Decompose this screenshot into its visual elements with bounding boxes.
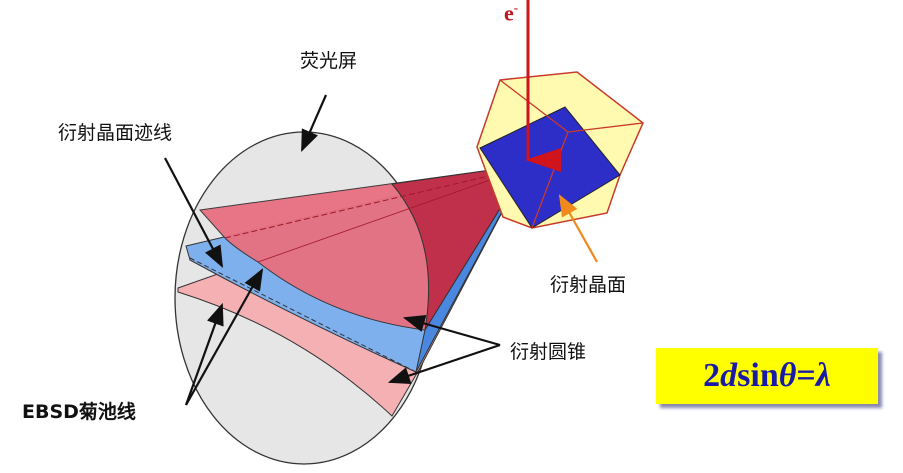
formula-sin: sin: [737, 357, 779, 394]
kikuchi-arrow-2: [185, 268, 264, 406]
label-diffraction-plane: 衍射晶面: [550, 274, 627, 296]
electron-symbol: e: [504, 0, 514, 26]
kikuchi-arrow-1: [184, 302, 224, 406]
formula-lambda: λ: [815, 357, 831, 394]
label-plane-trace: 衍射晶面迹线: [58, 122, 173, 144]
cone-arrow-2: [387, 343, 501, 385]
label-kikuchi-lines: EBSD菊池线: [22, 401, 136, 423]
plane-trace-arrow: [164, 157, 224, 268]
formula-coef: 2: [703, 357, 721, 394]
electron-charge: -: [513, 0, 519, 15]
formula-d: d: [720, 357, 738, 394]
screen-arrow: [300, 94, 328, 153]
formula-equals: =: [796, 357, 816, 394]
label-diffraction-cone: 衍射圆锥: [510, 341, 587, 363]
crystal-cube: [476, 71, 644, 229]
plane-arrow: [558, 194, 598, 263]
electron-label: e-: [504, 0, 518, 26]
formula-theta: θ: [778, 357, 797, 394]
cone-arrow-1: [402, 314, 501, 347]
label-screen: 荧光屏: [300, 50, 358, 72]
